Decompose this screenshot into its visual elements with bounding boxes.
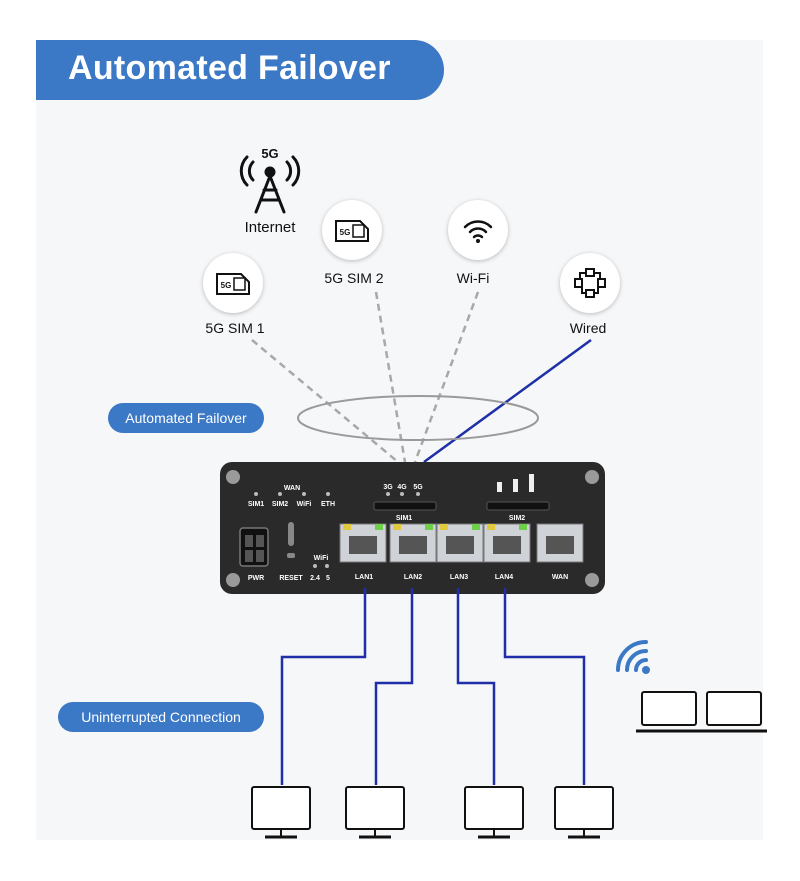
sim-card-icon: 5G bbox=[335, 220, 369, 242]
page-title: Automated Failover bbox=[68, 49, 391, 87]
wifi-label: Wi-Fi bbox=[456, 270, 490, 286]
title-banner: Automated Failover bbox=[36, 40, 444, 100]
signal-3g-label: 3G bbox=[383, 484, 393, 491]
wifi-link-line bbox=[413, 291, 480, 463]
sim2-icon-circle: 5G bbox=[322, 200, 382, 260]
wifi-icon-circle bbox=[448, 200, 508, 260]
wifi-24-label: 2.4 bbox=[310, 575, 320, 582]
laptop-2-icon bbox=[701, 691, 767, 733]
wired-link-line bbox=[423, 338, 592, 464]
pwr-label: PWR bbox=[248, 575, 264, 582]
sim-card-icon: 5G bbox=[216, 273, 250, 295]
wan-led-label: WAN bbox=[284, 485, 300, 492]
signal-4g-label: 4G bbox=[397, 484, 407, 491]
monitor-2-icon bbox=[345, 786, 405, 839]
network-icon bbox=[574, 268, 606, 298]
lan3-label: LAN3 bbox=[450, 574, 468, 581]
laptop-1-icon bbox=[636, 691, 702, 733]
sim2-link-line bbox=[374, 291, 407, 463]
sim1-slot-label: SIM1 bbox=[396, 515, 412, 522]
internet-5g-label: 5G bbox=[261, 146, 278, 161]
sim2-label: 5G SIM 2 bbox=[324, 270, 384, 286]
internet-label: Internet bbox=[244, 219, 296, 236]
signal-5g-label: 5G bbox=[413, 484, 423, 491]
monitor-1-icon bbox=[251, 786, 311, 839]
monitor-4-icon bbox=[554, 786, 614, 839]
monitor-3-icon bbox=[464, 786, 524, 839]
sim1-link-line bbox=[251, 339, 399, 463]
reset-button bbox=[288, 522, 294, 546]
wan-port-label: WAN bbox=[552, 574, 568, 581]
lan3-cable bbox=[456, 588, 496, 785]
wifi-band-label: WiFi bbox=[314, 555, 329, 562]
wired-icon-circle bbox=[560, 253, 620, 313]
wifi-5-label: 5 bbox=[326, 575, 330, 582]
lan4-cable bbox=[503, 588, 586, 785]
reset-label: RESET bbox=[279, 575, 303, 582]
lan2-cable bbox=[374, 588, 414, 785]
wifi-led-label: WiFi bbox=[297, 501, 312, 508]
lan2-label: LAN2 bbox=[404, 574, 422, 581]
sim1-icon-circle: 5G bbox=[203, 253, 263, 313]
eth-led-label: ETH bbox=[321, 501, 335, 508]
tower-icon bbox=[239, 155, 301, 214]
sim2-slot-label: SIM2 bbox=[509, 515, 525, 522]
ethernet-ports bbox=[339, 523, 584, 563]
failover-ring bbox=[297, 395, 539, 441]
sim2-led-label: SIM2 bbox=[272, 501, 288, 508]
lan1-label: LAN1 bbox=[355, 574, 373, 581]
lan4-label: LAN4 bbox=[495, 574, 513, 581]
wifi-icon bbox=[463, 220, 493, 243]
wifi-signal-icon bbox=[616, 640, 650, 674]
lan1-cable bbox=[280, 588, 367, 785]
failover-pill: Automated Failover bbox=[108, 403, 264, 433]
uninterrupted-pill: Uninterrupted Connection bbox=[58, 702, 264, 732]
svg-text:5G: 5G bbox=[340, 228, 351, 237]
sim1-label: 5G SIM 1 bbox=[205, 320, 265, 336]
wired-label: Wired bbox=[569, 320, 607, 336]
svg-text:5G: 5G bbox=[221, 281, 232, 290]
sim1-led-label: SIM1 bbox=[248, 501, 264, 508]
router: WAN SIM1 SIM2 WiFi ETH 3G 4G 5G SIM1 SIM… bbox=[220, 462, 605, 594]
